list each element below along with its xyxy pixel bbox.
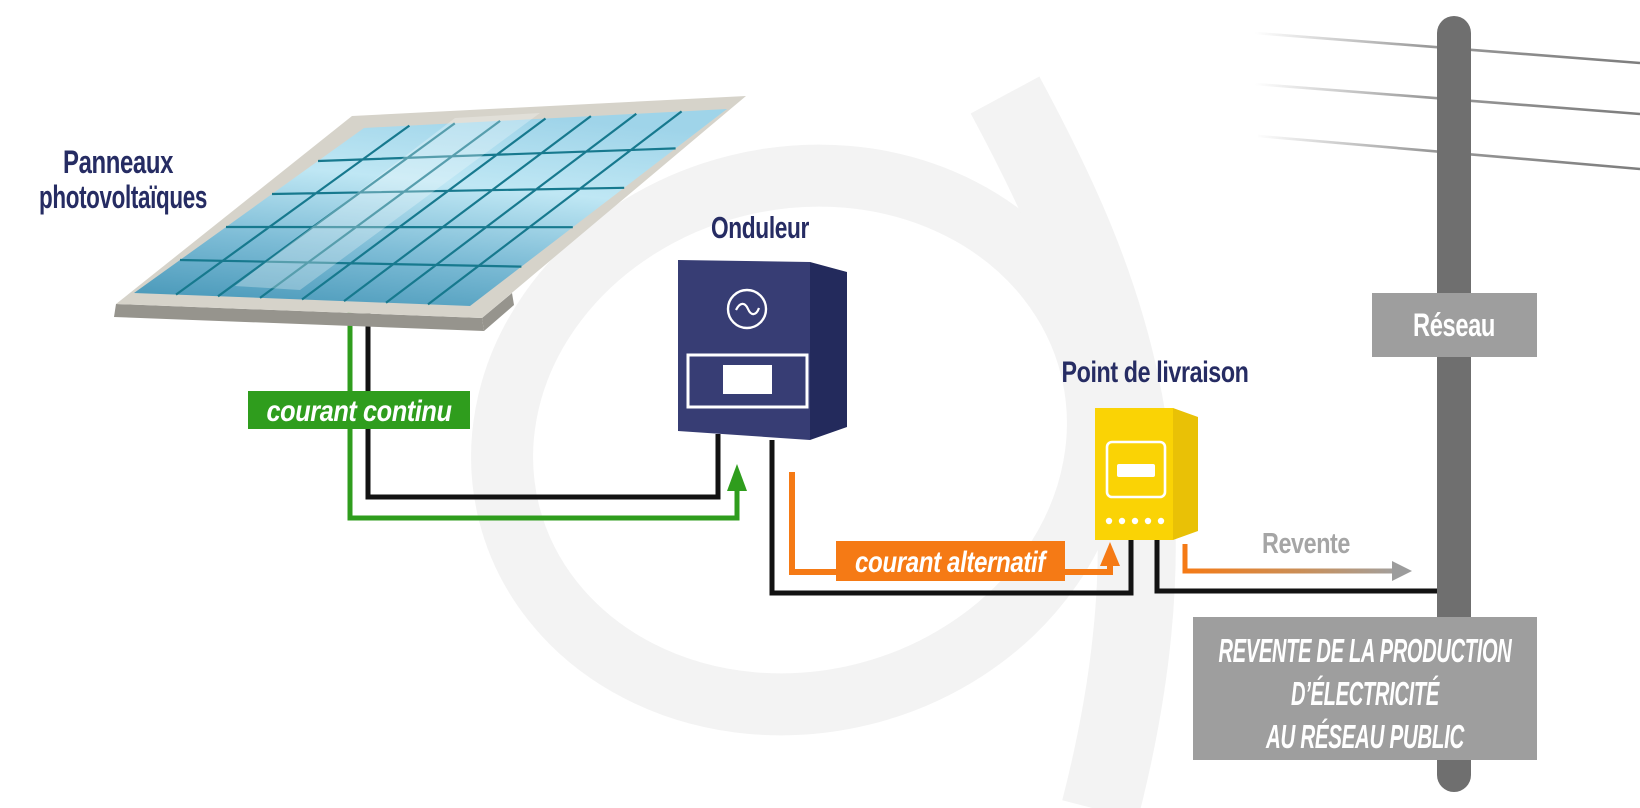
dc-label-box <box>248 391 470 429</box>
panel-grid-lines <box>175 110 683 306</box>
inverter-display-screen <box>723 365 772 394</box>
panel-underside-right <box>482 293 514 331</box>
panel-underside <box>114 304 484 331</box>
meter-side <box>1173 408 1198 540</box>
ac-label: courant alternatif <box>836 541 1065 581</box>
dc-label: courant continu <box>248 391 470 429</box>
watermark-swoosh <box>970 76 1176 808</box>
inverter <box>678 260 847 440</box>
resale-box-line-1: REVENTE DE LA PRODUCTION <box>1219 632 1513 669</box>
dc-label-text: courant continu <box>267 395 452 428</box>
resale-box-bg <box>1193 617 1537 760</box>
resale-box-line-2: D’ÉLECTRICITÉ <box>1291 675 1440 712</box>
grid-sign: Réseau <box>1372 293 1537 357</box>
ac-label-box <box>836 541 1065 581</box>
utility-pole <box>1437 16 1471 792</box>
ac-arrowhead <box>1100 542 1120 566</box>
resale-wire <box>1182 544 1394 574</box>
ac-wire-black <box>769 440 1134 596</box>
solar-panel <box>114 96 746 331</box>
meter-display-frame <box>1105 440 1167 499</box>
component-labels: Panneaux photovoltaïques Onduleur Point … <box>39 144 1351 560</box>
inverter-label: Onduleur <box>711 210 809 245</box>
resale-box-line-3: AU RÉSEAU PUBLIC <box>1265 718 1465 755</box>
grid-sign-text: Réseau <box>1413 307 1495 343</box>
panel-label-line2: photovoltaïques <box>39 179 207 215</box>
resale-label: Revente <box>1262 528 1350 560</box>
resale-box: REVENTE DE LA PRODUCTION D’ÉLECTRICITÉ A… <box>1193 617 1537 760</box>
sine-wave-icon <box>726 288 768 330</box>
delivery-point-meter <box>1095 408 1198 540</box>
ac-label-text: courant alternatif <box>855 546 1048 579</box>
background-watermark <box>471 76 1176 808</box>
grid-wire-black <box>1154 540 1442 594</box>
panel-sheen <box>235 113 540 290</box>
resale-arrowhead <box>1392 561 1412 581</box>
panel-label-line1: Panneaux <box>63 144 174 180</box>
inverter-display-frame <box>686 353 809 409</box>
inverter-side <box>810 262 847 440</box>
meter-display-screen <box>1117 464 1155 477</box>
sine-wave-glyph <box>735 302 761 316</box>
delivery-label: Point de livraison <box>1062 356 1249 389</box>
meter-buttons <box>1105 517 1165 525</box>
grid-sign-box <box>1372 293 1537 357</box>
dc-arrowhead <box>727 464 747 491</box>
inverter-front <box>678 260 810 440</box>
